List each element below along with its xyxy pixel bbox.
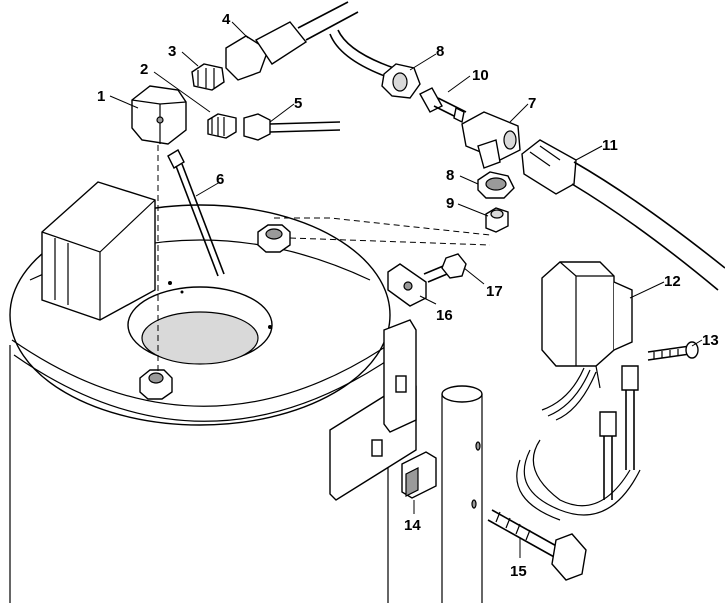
callout-15: 15 [510,563,527,580]
part-1-fitting [131,85,187,145]
part-12-control-module [516,261,641,521]
part-15-bolt [487,509,587,581]
callout-9: 9 [446,195,454,212]
callout-leaders [109,21,703,558]
mounting-bracket [329,319,417,501]
part-13-screw [647,341,699,361]
part-3-adapter [191,63,225,91]
tank-fitting-left [139,369,173,400]
part-16-clip [387,263,427,307]
gas-line [329,29,395,79]
part-2-fitting [207,113,237,139]
part-5-nut [243,113,341,141]
callout-2: 2 [140,61,148,78]
callout-17: 17 [486,283,503,300]
callout-10: 10 [472,67,489,84]
callout-5: 5 [294,95,302,112]
callout-14: 14 [404,517,421,534]
callout-3: 3 [168,43,176,60]
callout-8-lower: 8 [446,167,454,184]
callout-numbers: 1 2 3 4 5 6 7 8 8 9 10 11 12 13 14 15 16… [97,11,719,580]
callout-1: 1 [97,88,105,105]
part-6-tube [167,149,225,277]
tank-fitting-right [257,224,291,253]
part-17-screw [423,253,467,283]
callout-11: 11 [602,137,618,154]
alignment-lines [157,145,491,372]
part-14-clip [401,451,437,499]
callout-16: 16 [436,307,453,324]
support-pipe [441,385,483,603]
part-8-nut-lower [477,171,515,199]
callout-12: 12 [664,273,681,290]
callout-8-top: 8 [436,43,444,60]
callout-4: 4 [222,11,231,28]
part-8-nut-top [381,63,421,99]
part-10-sleeve [419,87,467,124]
part-4-hose-fitting [225,1,359,81]
part-11-flex-hose [521,139,725,291]
callout-6: 6 [216,171,224,188]
callout-7: 7 [528,95,536,112]
callout-13: 13 [702,332,719,349]
part-7-tee [461,111,521,169]
vent-box [41,181,156,321]
part-9-ferrule [485,207,509,233]
